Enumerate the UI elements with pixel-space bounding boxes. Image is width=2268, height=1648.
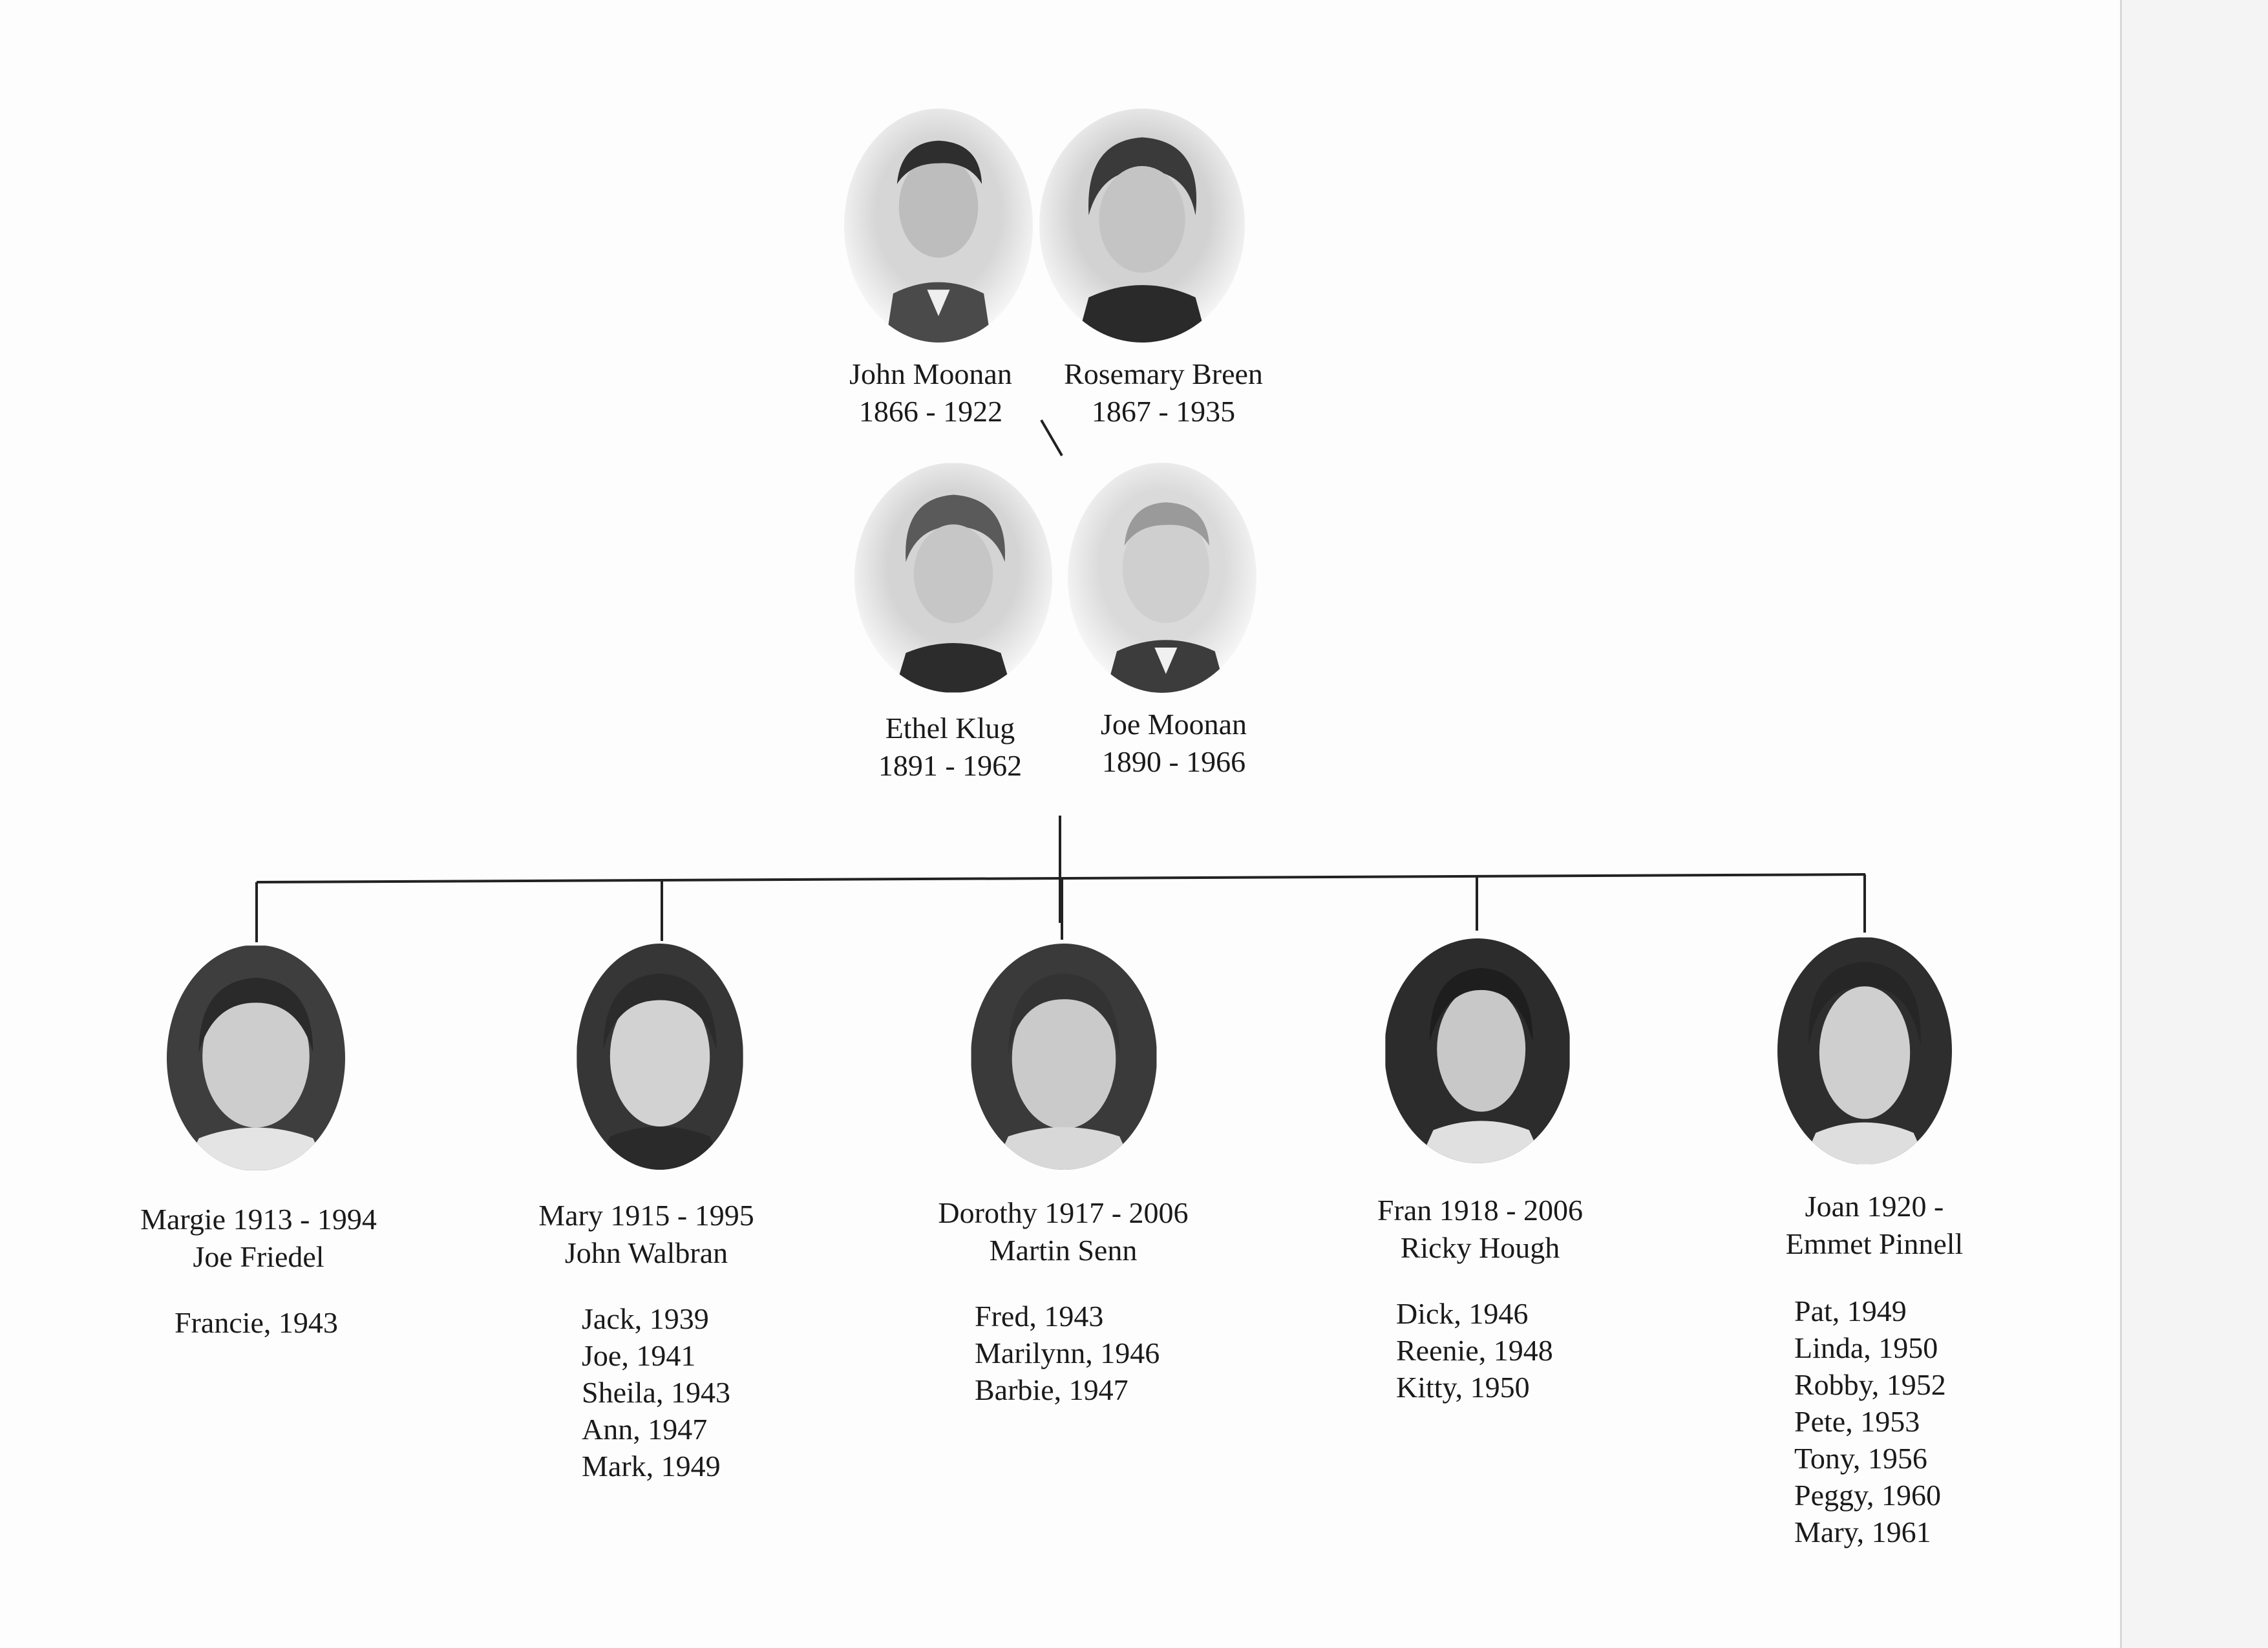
grandchild: Fred, 1943 [975, 1300, 1104, 1333]
woman-portrait-icon [1385, 938, 1570, 1163]
grandchild: Pat, 1949 [1794, 1294, 1907, 1327]
child-spouse: Joe Friedel [193, 1240, 324, 1273]
marriage-tick [1040, 419, 1063, 457]
woman-portrait-icon [971, 944, 1157, 1170]
portrait-ethel-klug [854, 463, 1052, 693]
grandchild: Reenie, 1948 [1396, 1334, 1553, 1367]
woman-portrait-icon [577, 944, 743, 1170]
grandchildren-list-mary: Jack, 1939 Joe, 1941 Sheila, 1943 Ann, 1… [582, 1300, 730, 1484]
tree-connectors [255, 419, 1866, 942]
child-spouse: Ricky Hough [1400, 1231, 1560, 1264]
portrait-mary [577, 944, 743, 1170]
scan-margin [2120, 0, 2268, 1648]
person-label-john-moonan: John Moonan 1866 - 1922 [814, 355, 1047, 430]
person-dates: 1890 - 1966 [1101, 745, 1246, 778]
grandchild: Sheila, 1943 [582, 1376, 730, 1409]
child-spouse: Martin Senn [989, 1234, 1138, 1267]
woman-portrait-icon [854, 463, 1052, 693]
grandchild: Pete, 1953 [1794, 1405, 1920, 1438]
grandchild: Robby, 1952 [1794, 1368, 1946, 1401]
man-portrait-icon [1068, 463, 1256, 693]
portrait-dorothy [971, 944, 1157, 1170]
grandchild: Mark, 1949 [582, 1450, 721, 1483]
grandchild: Marilynn, 1946 [975, 1336, 1160, 1369]
grandchild: Mary, 1961 [1794, 1516, 1931, 1548]
person-label-ethel-klug: Ethel Klug 1891 - 1962 [834, 710, 1066, 785]
person-name: Ethel Klug [885, 712, 1015, 745]
child-spouse: Emmet Pinnell [1785, 1227, 1964, 1260]
grandchildren-list-dorothy: Fred, 1943 Marilynn, 1946 Barbie, 1947 [975, 1298, 1160, 1408]
grandchild: Peggy, 1960 [1794, 1479, 1942, 1512]
man-portrait-icon [844, 109, 1033, 343]
child-label-fran: Fran 1918 - 2006 Ricky Hough [1325, 1192, 1635, 1267]
portrait-rosemary-breen [1039, 109, 1245, 343]
portrait-joe-moonan [1068, 463, 1256, 693]
child-name: Joan 1920 - [1805, 1190, 1944, 1223]
grandchild: Francie, 1943 [175, 1306, 338, 1339]
grandchildren-list-fran: Dick, 1946 Reenie, 1948 Kitty, 1950 [1396, 1295, 1553, 1406]
child-spouse: John Walbran [564, 1236, 728, 1269]
portrait-joan [1777, 937, 1952, 1165]
person-name: Joe Moonan [1100, 708, 1247, 741]
child-name: Margie 1913 - 1994 [140, 1203, 377, 1236]
grandchild: Joe, 1941 [582, 1339, 696, 1372]
grandchild: Kitty, 1950 [1396, 1371, 1530, 1404]
grandchildren-list-joan: Pat, 1949 Linda, 1950 Robby, 1952 Pete, … [1794, 1293, 1946, 1550]
child-label-margie: Margie 1913 - 1994 Joe Friedel [103, 1201, 414, 1276]
grandchild: Jack, 1939 [582, 1302, 709, 1335]
person-dates: 1867 - 1935 [1091, 395, 1236, 428]
child-name: Mary 1915 - 1995 [538, 1199, 754, 1232]
portrait-fran [1384, 938, 1571, 1163]
child-name: Dorothy 1917 - 2006 [938, 1196, 1189, 1229]
child-label-joan: Joan 1920 - Emmet Pinnell [1719, 1188, 2030, 1263]
grandchild: Tony, 1956 [1794, 1442, 1927, 1475]
grandchild: Ann, 1947 [582, 1413, 708, 1446]
grandchild: Barbie, 1947 [975, 1373, 1129, 1406]
portrait-margie [167, 945, 345, 1171]
child-name: Fran 1918 - 2006 [1377, 1194, 1584, 1227]
portrait-john-moonan [844, 109, 1033, 343]
person-label-joe-moonan: Joe Moonan 1890 - 1966 [1057, 706, 1290, 781]
woman-portrait-icon [1039, 109, 1245, 343]
person-dates: 1891 - 1962 [878, 749, 1023, 782]
grandchild: Linda, 1950 [1794, 1331, 1938, 1364]
person-dates: 1866 - 1922 [858, 395, 1003, 428]
woman-portrait-icon [167, 945, 345, 1170]
person-name: John Moonan [849, 357, 1012, 390]
person-label-rosemary-breen: Rosemary Breen 1867 - 1935 [1034, 355, 1293, 430]
child-label-dorothy: Dorothy 1917 - 2006 Martin Senn [905, 1194, 1222, 1269]
person-name: Rosemary Breen [1064, 357, 1263, 390]
grandchild: Dick, 1946 [1396, 1297, 1529, 1330]
grandchildren-list-margie: Francie, 1943 [175, 1304, 338, 1341]
child-label-mary: Mary 1915 - 1995 John Walbran [498, 1197, 795, 1272]
woman-portrait-icon [1777, 937, 1952, 1165]
